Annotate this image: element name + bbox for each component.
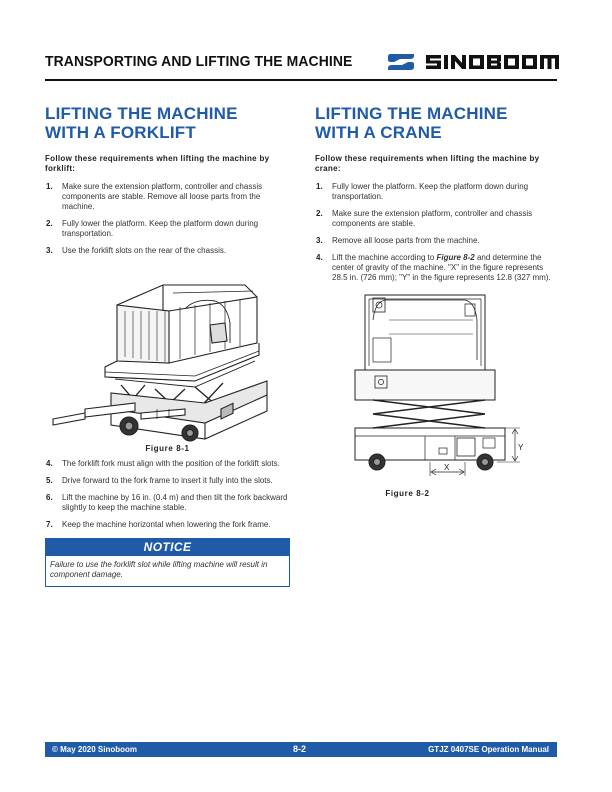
- list-item: 4.Lift the machine according to Figure 8…: [316, 253, 551, 282]
- list-item: 5.Drive forward to the fork frame to ins…: [46, 476, 273, 485]
- figure-reference: Figure 8-2: [436, 253, 475, 262]
- forklift-section-title: LIFTING THE MACHINE WITH A FORKLIFT: [45, 104, 238, 142]
- forklift-intro: Follow these requirements when lifting t…: [45, 154, 270, 173]
- crane-intro: Follow these requirements when lifting t…: [315, 154, 540, 173]
- footer-copyright: © May 2020 Sinoboom: [52, 745, 138, 754]
- footer-manual-title: GTJZ 0407SE Operation Manual: [428, 745, 549, 754]
- crane-machine-illustration: Y X: [354, 294, 524, 476]
- page-header-title: TRANSPORTING AND LIFTING THE MACHINE: [45, 53, 353, 70]
- list-item: 7.Keep the machine horizontal when lower…: [46, 520, 271, 529]
- figure-8-1: Figure 8-1: [45, 263, 290, 459]
- list-item: 6.Lift the machine by 16 in. (0.4 m) and…: [46, 493, 288, 512]
- header-rule: [45, 79, 557, 81]
- dimension-y-label: Y: [518, 443, 524, 452]
- page-footer: © May 2020 Sinoboom 8-2 GTJZ 0407SE Oper…: [45, 742, 557, 757]
- figure-8-2: Y X Figure 8-2: [315, 290, 560, 498]
- forklift-steps-a: 1.Make sure the extension platform, cont…: [45, 182, 290, 256]
- crane-section-title: LIFTING THE MACHINE WITH A CRANE: [315, 104, 508, 142]
- notice-text: Failure to use the forklift slot while l…: [50, 560, 268, 579]
- list-item: 4.The forklift fork must align with the …: [46, 459, 280, 468]
- figure-8-1-caption: Figure 8-1: [145, 444, 190, 453]
- crane-steps: 1.Fully lower the platform. Keep the pla…: [315, 182, 560, 283]
- crane-section: LIFTING THE MACHINE WITH A CRANE Follow …: [315, 104, 560, 498]
- forklift-section: LIFTING THE MACHINE WITH A FORKLIFT Foll…: [45, 104, 290, 587]
- footer-page-number: 8-2: [293, 744, 307, 754]
- forklift-steps-b: 4.The forklift fork must align with the …: [45, 459, 290, 530]
- notice-box: NOTICE Failure to use the forklift slot …: [45, 538, 290, 587]
- list-item: 1.Make sure the extension platform, cont…: [46, 182, 263, 211]
- list-item: 2.Make sure the extension platform, cont…: [316, 209, 533, 228]
- figure-8-2-caption: Figure 8-2: [385, 489, 430, 498]
- notice-heading: NOTICE: [46, 539, 289, 556]
- list-item: 2.Fully lower the platform. Keep the pla…: [46, 219, 259, 238]
- sinoboom-logo-graphic: [388, 54, 559, 70]
- forklift-machine-illustration: [52, 284, 268, 442]
- sinoboom-logo: [386, 50, 561, 74]
- dimension-x-label: X: [444, 463, 450, 472]
- list-item: 3.Remove all loose parts from the machin…: [316, 236, 480, 245]
- list-item: 1.Fully lower the platform. Keep the pla…: [316, 182, 529, 201]
- list-item: 3.Use the forklift slots on the rear of …: [46, 246, 227, 255]
